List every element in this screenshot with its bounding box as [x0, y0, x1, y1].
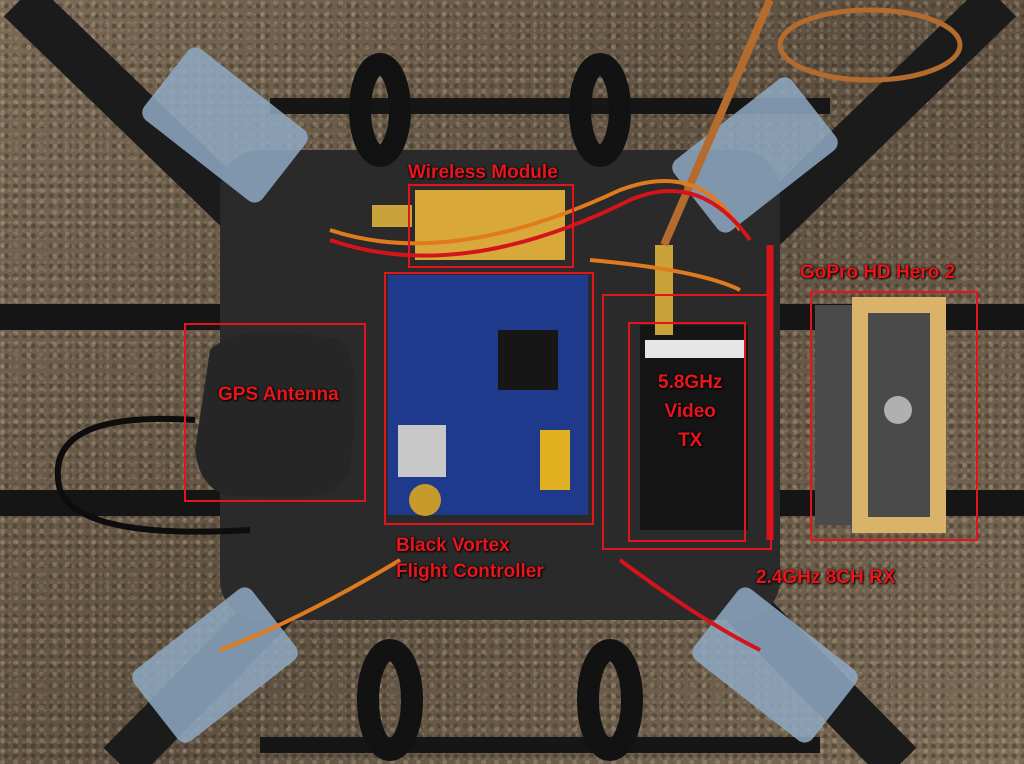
gopro-wood-frame	[852, 297, 946, 533]
label-wireless-module: Wireless Module	[408, 162, 558, 183]
video-tx-outer-box	[602, 294, 772, 550]
wireless-module-box	[408, 184, 574, 268]
frame-rings	[349, 53, 643, 761]
label-gps-antenna: GPS Antenna	[218, 384, 339, 405]
video-tx-label-strip	[645, 340, 745, 358]
label-video-tx: 5.8GHz Video TX	[658, 368, 722, 455]
label-flight-controller-line2: Flight Controller	[396, 561, 544, 582]
gps-antenna-box	[184, 323, 366, 502]
flight-controller-box	[384, 272, 594, 525]
label-video-tx-line2: Video	[664, 401, 716, 422]
label-video-tx-line1: 5.8GHz	[658, 372, 723, 393]
label-gopro: GoPro HD Hero 2	[800, 262, 956, 283]
video-tx-antenna	[660, 0, 774, 247]
fc-gps-chip	[398, 425, 446, 477]
label-flight-controller-line1: Black Vortex	[396, 535, 510, 556]
video-tx-unit	[640, 325, 748, 530]
wireless-sma-connector	[372, 205, 412, 227]
fc-mcu-chip	[498, 330, 558, 390]
label-rx: 2.4GHz 8CH RX	[756, 567, 896, 588]
esc-boards	[132, 47, 858, 743]
fc-sma-connector	[409, 484, 441, 516]
cloverleaf-antenna	[777, 7, 963, 83]
servo-wires	[219, 179, 761, 652]
gps-cable	[54, 415, 251, 535]
video-tx-inner-box	[628, 322, 746, 542]
gopro-mount-bolt	[884, 396, 912, 424]
label-flight-controller: Black Vortex Flight Controller	[396, 533, 544, 585]
gopro-box	[810, 291, 978, 541]
gps-antenna-module	[195, 331, 356, 497]
label-video-tx-line3: TX	[678, 430, 703, 451]
fc-connectors	[540, 430, 570, 490]
